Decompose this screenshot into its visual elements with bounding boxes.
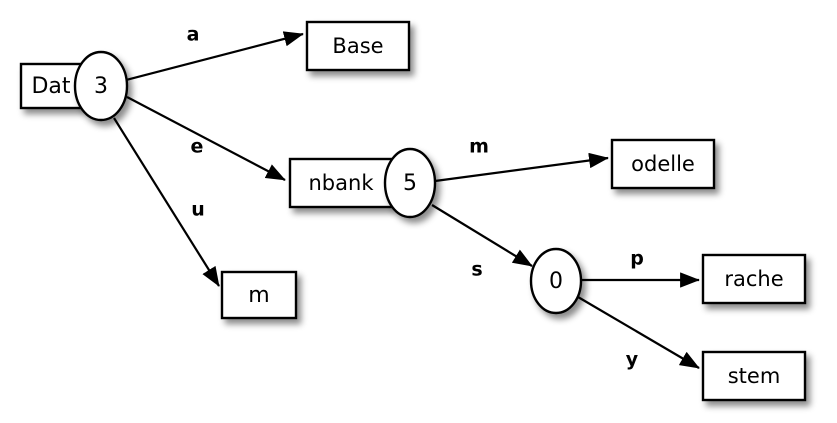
- node-shape-rect[interactable]: [305, 20, 411, 72]
- edge-label-p: p: [630, 248, 644, 270]
- node-shape-rect[interactable]: [701, 253, 807, 305]
- node-nbank[interactable]: nbank: [288, 157, 394, 209]
- node-n5[interactable]: 5: [383, 147, 437, 219]
- node-m_box[interactable]: m: [220, 270, 298, 320]
- edge-label-y: y: [626, 349, 639, 371]
- node-shape-rect[interactable]: [701, 350, 807, 402]
- edge-u: [113, 117, 220, 287]
- node-shape-ellipse[interactable]: [529, 247, 583, 315]
- edge-y: [577, 296, 700, 369]
- edge-a: [125, 31, 304, 82]
- edge-label-a: a: [187, 24, 200, 46]
- node-n3[interactable]: 3: [73, 50, 129, 122]
- edges-layer: [113, 31, 700, 369]
- edge-label-e: e: [191, 136, 204, 158]
- edge-label-s: s: [471, 259, 482, 281]
- node-shape-rect[interactable]: [610, 138, 716, 190]
- node-shape-rect[interactable]: [288, 157, 394, 209]
- node-shape-ellipse[interactable]: [73, 50, 129, 122]
- node-stem[interactable]: stem: [701, 350, 807, 402]
- edge-label-u: u: [191, 199, 205, 221]
- node-base[interactable]: Base: [305, 20, 411, 72]
- edge-m: [434, 152, 609, 183]
- node-dat[interactable]: Dat: [19, 62, 83, 110]
- edge-label-m: m: [469, 136, 489, 158]
- node-odelle[interactable]: odelle: [610, 138, 716, 190]
- node-shape-rect[interactable]: [19, 62, 83, 110]
- edge-e: [126, 96, 286, 181]
- node-rache[interactable]: rache: [701, 253, 807, 305]
- node-n0[interactable]: 0: [529, 247, 583, 315]
- edge-s: [431, 204, 533, 267]
- node-shape-ellipse[interactable]: [383, 147, 437, 219]
- node-shape-rect[interactable]: [220, 270, 298, 320]
